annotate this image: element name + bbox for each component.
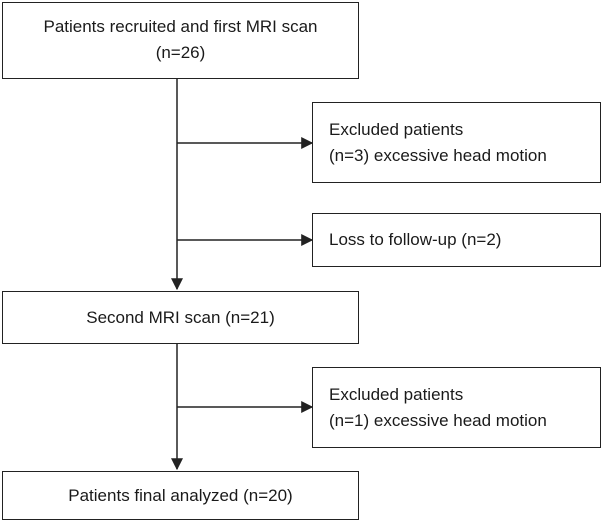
box-second: Second MRI scan (n=21) [2, 291, 359, 344]
box-excluded1-line1: Excluded patients [329, 120, 464, 139]
box-recruited-line2: (n=26) [155, 43, 206, 62]
box-loss-line1: Loss to follow-up (n=2) [329, 230, 502, 249]
box-loss: Loss to follow-up (n=2) [312, 213, 601, 267]
box-excluded2-line1: Excluded patients [329, 385, 464, 404]
box-excluded1: Excluded patients (n=3) excessive head m… [312, 102, 601, 183]
box-final: Patients final analyzed (n=20) [2, 471, 359, 520]
box-excluded1-line2: (n=3) excessive head motion [329, 146, 547, 165]
box-excluded2-line2: (n=1) excessive head motion [329, 411, 547, 430]
box-second-line1: Second MRI scan (n=21) [86, 308, 275, 327]
box-final-line1: Patients final analyzed (n=20) [68, 486, 293, 505]
box-excluded2: Excluded patients (n=1) excessive head m… [312, 367, 601, 448]
box-recruited-line1: Patients recruited and first MRI scan [43, 17, 318, 36]
box-recruited: Patients recruited and first MRI scan (n… [2, 2, 359, 79]
